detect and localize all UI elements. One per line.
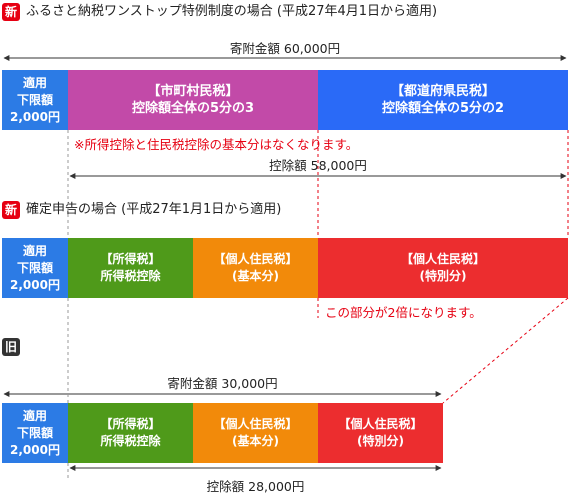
basic-deduction-note: ※所得控除と住民税控除の基本分はなくなります。 bbox=[74, 137, 359, 152]
lower-limit-block: 適用 下限額 2,000円 bbox=[2, 238, 68, 298]
deduction-amount-label: 控除額 58,000円 bbox=[269, 158, 367, 173]
income-tax-block: 【所得税】 所得税控除 bbox=[68, 238, 193, 298]
lower-limit-line3: 2,000円 bbox=[10, 277, 60, 292]
lower-limit-line3: 2,000円 bbox=[10, 109, 60, 124]
lower-limit-line1: 適用 bbox=[22, 408, 47, 423]
lower-limit-line1: 適用 bbox=[22, 243, 47, 258]
section-title-one-stop: ふるさと納税ワンストップ特例制度の場合 (平成27年4月1日から適用) bbox=[26, 4, 438, 19]
lower-limit-block: 適用 下限額 2,000円 bbox=[2, 70, 68, 130]
resident-tax-special-title: 【個人住民税】 bbox=[338, 417, 423, 431]
prefectural-tax-title: 【都道府県民税】 bbox=[390, 84, 495, 99]
prefectural-tax-block: 【都道府県民税】 控除額全体の5分の2 bbox=[318, 70, 568, 130]
new-badge: 新 bbox=[2, 201, 20, 219]
resident-tax-basic-desc: (基本分) bbox=[232, 269, 279, 283]
section-title-tax-return: 確定申告の場合 (平成27年1月1日から適用) bbox=[26, 202, 282, 217]
donation-amount-label: 寄附金額 30,000円 bbox=[167, 376, 278, 391]
donation-amount-label: 寄附金額 60,000円 bbox=[229, 41, 341, 56]
resident-tax-special-block: 【個人住民税】 (特別分) bbox=[318, 403, 443, 463]
resident-tax-basic-title: 【個人住民税】 bbox=[213, 417, 298, 431]
resident-tax-special-desc: (特別分) bbox=[357, 434, 404, 448]
resident-tax-basic-title: 【個人住民税】 bbox=[213, 252, 298, 266]
income-tax-block: 【所得税】 所得税控除 bbox=[68, 403, 193, 463]
income-tax-title: 【所得税】 bbox=[100, 252, 161, 266]
lower-limit-line1: 適用 bbox=[22, 75, 47, 90]
resident-tax-special-block: 【個人住民税】 (特別分) bbox=[318, 238, 568, 298]
lower-limit-line2: 下限額 bbox=[16, 425, 53, 440]
income-tax-desc: 所得税控除 bbox=[100, 434, 161, 448]
income-tax-desc: 所得税控除 bbox=[100, 269, 161, 283]
guide-line-red bbox=[442, 297, 569, 404]
municipal-tax-desc: 控除額全体の5分の3 bbox=[131, 101, 255, 116]
resident-tax-basic-desc: (基本分) bbox=[232, 434, 279, 448]
new-badge: 新 bbox=[2, 3, 20, 21]
resident-tax-special-title: 【個人住民税】 bbox=[400, 252, 485, 266]
old-badge: 旧 bbox=[2, 338, 20, 356]
resident-tax-special-desc: (特別分) bbox=[419, 269, 467, 283]
income-tax-title: 【所得税】 bbox=[100, 417, 161, 431]
doubling-note: この部分が2倍になります。 bbox=[325, 305, 482, 320]
lower-limit-block: 適用 下限額 2,000円 bbox=[2, 403, 68, 463]
deduction-amount-label: 控除額 28,000円 bbox=[206, 479, 305, 494]
resident-tax-basic-block: 【個人住民税】 (基本分) bbox=[193, 403, 318, 463]
lower-limit-line2: 下限額 bbox=[16, 92, 53, 107]
resident-tax-basic-block: 【個人住民税】 (基本分) bbox=[193, 238, 318, 298]
lower-limit-line3: 2,000円 bbox=[10, 442, 60, 457]
municipal-tax-block: 【市町村民税】 控除額全体の5分の3 bbox=[68, 70, 318, 130]
municipal-tax-title: 【市町村民税】 bbox=[147, 84, 239, 99]
prefectural-tax-desc: 控除額全体の5分の2 bbox=[381, 101, 505, 116]
lower-limit-line2: 下限額 bbox=[16, 260, 53, 275]
